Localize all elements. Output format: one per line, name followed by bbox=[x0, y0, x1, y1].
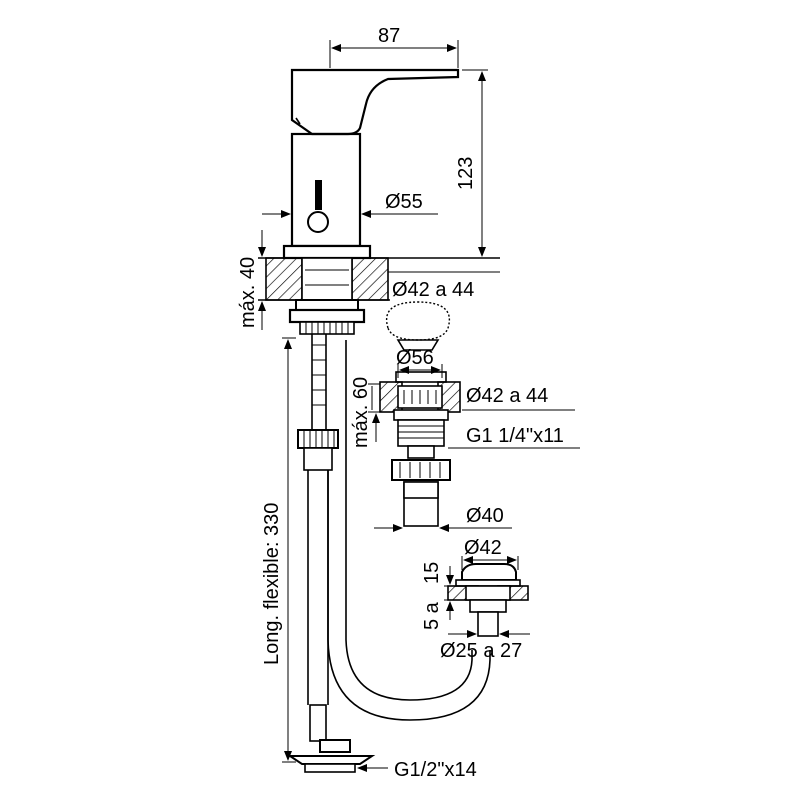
overflow-fitting bbox=[447, 563, 529, 637]
label-max-60: máx. 60 bbox=[350, 377, 372, 448]
lever-handle bbox=[290, 68, 460, 136]
bottom-fitting bbox=[286, 739, 376, 773]
label-diameter-42-44-top: Ø42 a 44 bbox=[392, 279, 474, 301]
label-range-5a: 5 a bbox=[421, 601, 443, 630]
label-diameter-42-44-mid: Ø42 a 44 bbox=[466, 385, 548, 407]
label-range-15: 15 bbox=[421, 562, 443, 584]
label-diameter-56: Ø56 bbox=[396, 347, 434, 369]
label-diameter-25-27: Ø25 a 27 bbox=[440, 640, 522, 662]
label-thread-g12: G1/2"x14 bbox=[394, 759, 477, 781]
label-diameter-55: Ø55 bbox=[385, 191, 423, 213]
countertop-left bbox=[265, 257, 303, 301]
indicator-stem bbox=[315, 180, 322, 210]
label-thread-g114: G1 1/4"x11 bbox=[466, 425, 564, 447]
base-flange bbox=[282, 244, 372, 260]
dimension-labels: 87 123 Ø55 máx. 40 Ø42 a 44 Ø56 máx. 60 … bbox=[237, 25, 564, 781]
mounting-nut bbox=[288, 299, 366, 335]
faucet-body bbox=[282, 68, 460, 260]
indicator-knob bbox=[307, 211, 329, 233]
flexible-hose-left bbox=[297, 334, 339, 742]
pop-up-stopper bbox=[386, 301, 450, 351]
label-long-flexible: Long. flexible: 330 bbox=[261, 503, 283, 665]
label-max-40: máx. 40 bbox=[237, 257, 259, 328]
flexible-hose-right bbox=[327, 340, 491, 721]
label-diameter-42: Ø42 bbox=[464, 537, 502, 559]
drain-assembly bbox=[379, 371, 461, 527]
countertop-right bbox=[351, 257, 389, 301]
label-diameter-40: Ø40 bbox=[466, 505, 504, 527]
dimension-lines bbox=[258, 40, 580, 772]
label-width-87: 87 bbox=[378, 25, 400, 47]
label-height-123: 123 bbox=[455, 157, 477, 190]
